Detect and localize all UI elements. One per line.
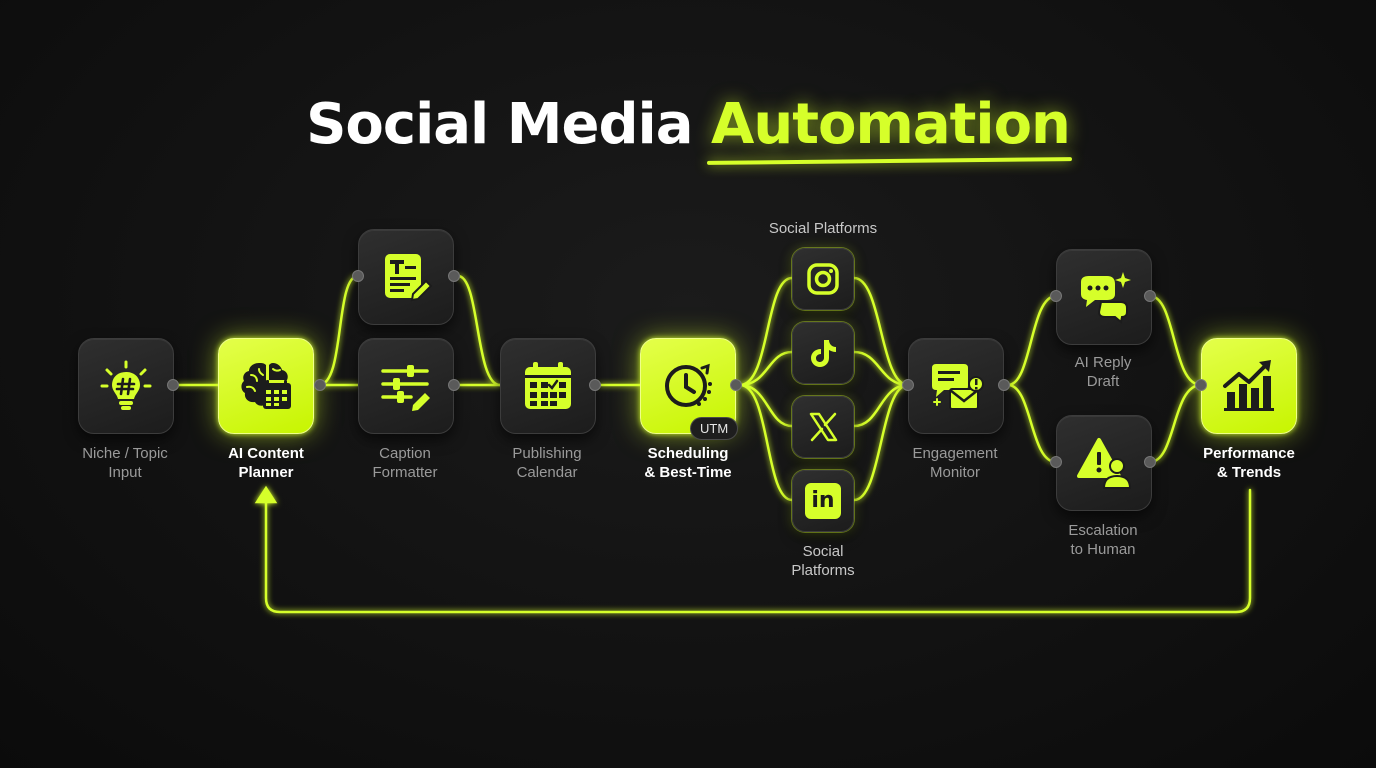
caption-formatter-label: Caption Formatter — [372, 445, 438, 481]
publishing-calendar-label: Publishing Calendar — [512, 445, 582, 481]
wire-editor-calendar — [456, 274, 502, 387]
caption-formatter-node — [358, 338, 454, 434]
feedback-loop-wire — [264, 488, 1252, 614]
clock-refresh-icon — [665, 363, 712, 407]
wire-x-engagement — [852, 383, 910, 428]
linkedin-node: in — [792, 470, 854, 532]
scheduling-label: Scheduling & Best-Time — [644, 445, 732, 481]
wire-instagram-engagement — [852, 276, 910, 387]
bar-chart-trend-icon — [1223, 360, 1274, 411]
x-logo-icon — [809, 412, 838, 442]
reply-input-port — [1050, 290, 1062, 302]
calendar-check-icon — [525, 362, 571, 409]
warning-person-icon — [1077, 438, 1132, 489]
caption-output-port — [448, 379, 460, 391]
tiktok-node — [792, 322, 854, 384]
linkedin-icon: in — [805, 483, 841, 519]
escalation-label: Escalation to Human — [1068, 522, 1138, 558]
instagram-icon — [807, 263, 839, 295]
niche-output-port — [167, 379, 179, 391]
wire-scheduling-instagram — [738, 276, 794, 387]
chat-mail-alert-icon — [932, 364, 984, 410]
wire-planner-editor — [317, 274, 360, 387]
text-document-edit-icon — [385, 254, 433, 302]
tiktok-icon — [811, 340, 836, 367]
wire-escalation-performance — [1148, 383, 1203, 464]
utm-badge: UTM — [690, 417, 739, 440]
title-main: Social Media — [306, 92, 693, 157]
planner-output-port — [314, 379, 326, 391]
engagement-input-port — [902, 379, 914, 391]
performance-input-port — [1195, 379, 1207, 391]
ai-reply-draft-node — [1056, 249, 1152, 345]
ai-reply-draft-label: AI Reply Draft — [1074, 354, 1132, 390]
wire-tiktok-engagement — [852, 350, 910, 387]
x-node — [792, 396, 854, 458]
engagement-monitor-node — [908, 338, 1004, 434]
ai-content-planner-node — [218, 338, 314, 434]
niche-input-node — [78, 338, 174, 434]
performance-trends-label: Performance & Trends — [1203, 445, 1295, 481]
lightbulb-hashtag-icon — [100, 360, 152, 410]
diagram-title: Social Media Automation — [0, 92, 1376, 157]
escalation-node — [1056, 415, 1152, 511]
social-platforms-top-label: Social Platforms — [768, 220, 878, 237]
linkedin-icon-text: in — [811, 488, 835, 513]
wire-scheduling-linkedin — [738, 383, 794, 502]
escalation-output-port — [1144, 456, 1156, 468]
niche-label: Niche / Topic Input — [82, 445, 168, 481]
title-accent: Automation — [711, 92, 1071, 157]
brain-calendar-icon — [241, 363, 291, 409]
publishing-calendar-node — [500, 338, 596, 434]
wire-linkedin-engagement — [852, 383, 910, 502]
escalation-input-port — [1050, 456, 1062, 468]
calendar-output-port — [589, 379, 601, 391]
wire-scheduling-x — [738, 383, 794, 428]
wire-reply-performance — [1148, 294, 1203, 387]
engagement-output-port — [998, 379, 1010, 391]
ai-content-planner-label: AI Content Planner — [228, 445, 304, 481]
chat-bubbles-sparkle-icon — [1081, 272, 1131, 324]
wire-engagement-escalation — [1006, 383, 1058, 464]
sliders-pen-icon — [381, 365, 430, 411]
editor-input-port — [352, 270, 364, 282]
wire-scheduling-tiktok — [738, 350, 794, 387]
feedback-arrowhead — [254, 485, 278, 504]
editor-output-port — [448, 270, 460, 282]
scheduling-output-port — [730, 379, 742, 391]
text-editor-node — [358, 229, 454, 325]
instagram-node — [792, 248, 854, 310]
engagement-monitor-label: Engagement Monitor — [912, 445, 998, 481]
social-platforms-bottom-label: Social Platforms — [791, 543, 855, 579]
reply-output-port — [1144, 290, 1156, 302]
performance-trends-node — [1201, 338, 1297, 434]
wire-engagement-reply — [1006, 294, 1058, 387]
